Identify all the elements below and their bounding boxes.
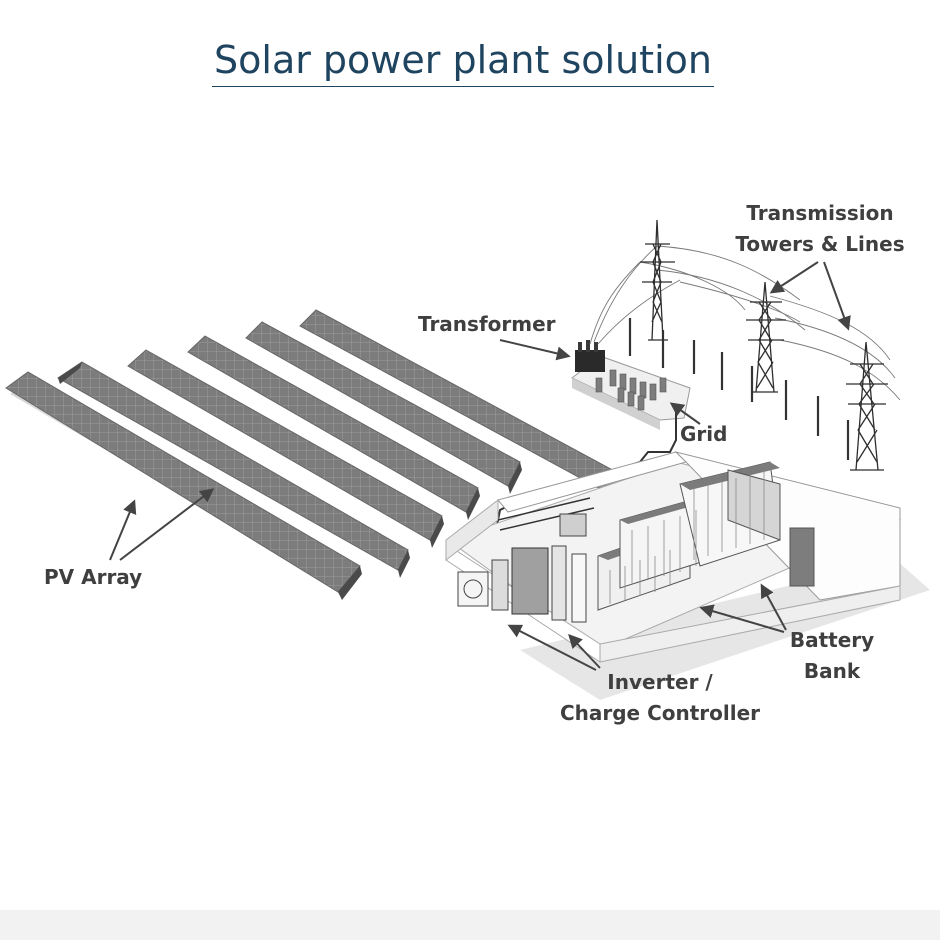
- arrow-pv-2: [119, 488, 215, 561]
- transmission-lines: [589, 245, 901, 401]
- arrow-inverter-2: [568, 633, 601, 669]
- arrow-inverter-1: [507, 624, 597, 671]
- label-battery-line2: Bank: [803, 659, 861, 683]
- transmission-tower-icon: [746, 281, 786, 393]
- solar-panel-row-icon: [57, 361, 410, 578]
- transformer-icon: [575, 340, 605, 372]
- label-transmission-line1: Transmission: [746, 201, 894, 225]
- charge-controller: [559, 513, 587, 537]
- inverter-icon: [457, 545, 587, 623]
- label-pv-array: PV Array: [44, 565, 143, 589]
- transmission-tower-icon: [640, 219, 675, 341]
- arrow-transformer: [499, 339, 571, 361]
- substation: [571, 318, 850, 460]
- label-inverter-line1: Inverter /: [607, 670, 713, 694]
- page-title-text: Solar power plant solution: [212, 38, 714, 87]
- label-transmission-line2: Towers & Lines: [735, 232, 905, 256]
- label-inverter-line2: Charge Controller: [559, 701, 761, 725]
- footer-band: [0, 910, 940, 940]
- door: [789, 527, 815, 587]
- solar-panel-row-icon: [5, 371, 362, 600]
- arrow-battery-1: [699, 604, 785, 633]
- arrow-battery-2: [760, 583, 787, 631]
- arrow-transmission-2: [823, 261, 851, 331]
- solar-panel-row-icon: [187, 335, 480, 520]
- grid-cable: [489, 412, 677, 561]
- arrow-grid: [669, 402, 701, 425]
- control-building: [445, 451, 930, 700]
- transmission-tower-icon: [846, 341, 888, 471]
- solar-panel-row-icon: [245, 321, 522, 494]
- label-transmission: Transmission Towers & Lines: [730, 198, 910, 260]
- solar-panel-row-icon: [127, 349, 444, 548]
- arrow-pv-1: [109, 499, 137, 561]
- arrow-transmission-1: [769, 261, 819, 294]
- label-battery-line1: Battery: [789, 628, 875, 652]
- label-inverter: Inverter / Charge Controller: [550, 667, 770, 729]
- annotation-arrows: [109, 261, 851, 671]
- battery-rack-icon: [597, 461, 781, 611]
- label-battery-bank: Battery Bank: [782, 625, 882, 687]
- label-grid: Grid: [680, 422, 728, 446]
- page-title: Solar power plant solution: [0, 38, 926, 87]
- label-transformer: Transformer: [418, 312, 556, 336]
